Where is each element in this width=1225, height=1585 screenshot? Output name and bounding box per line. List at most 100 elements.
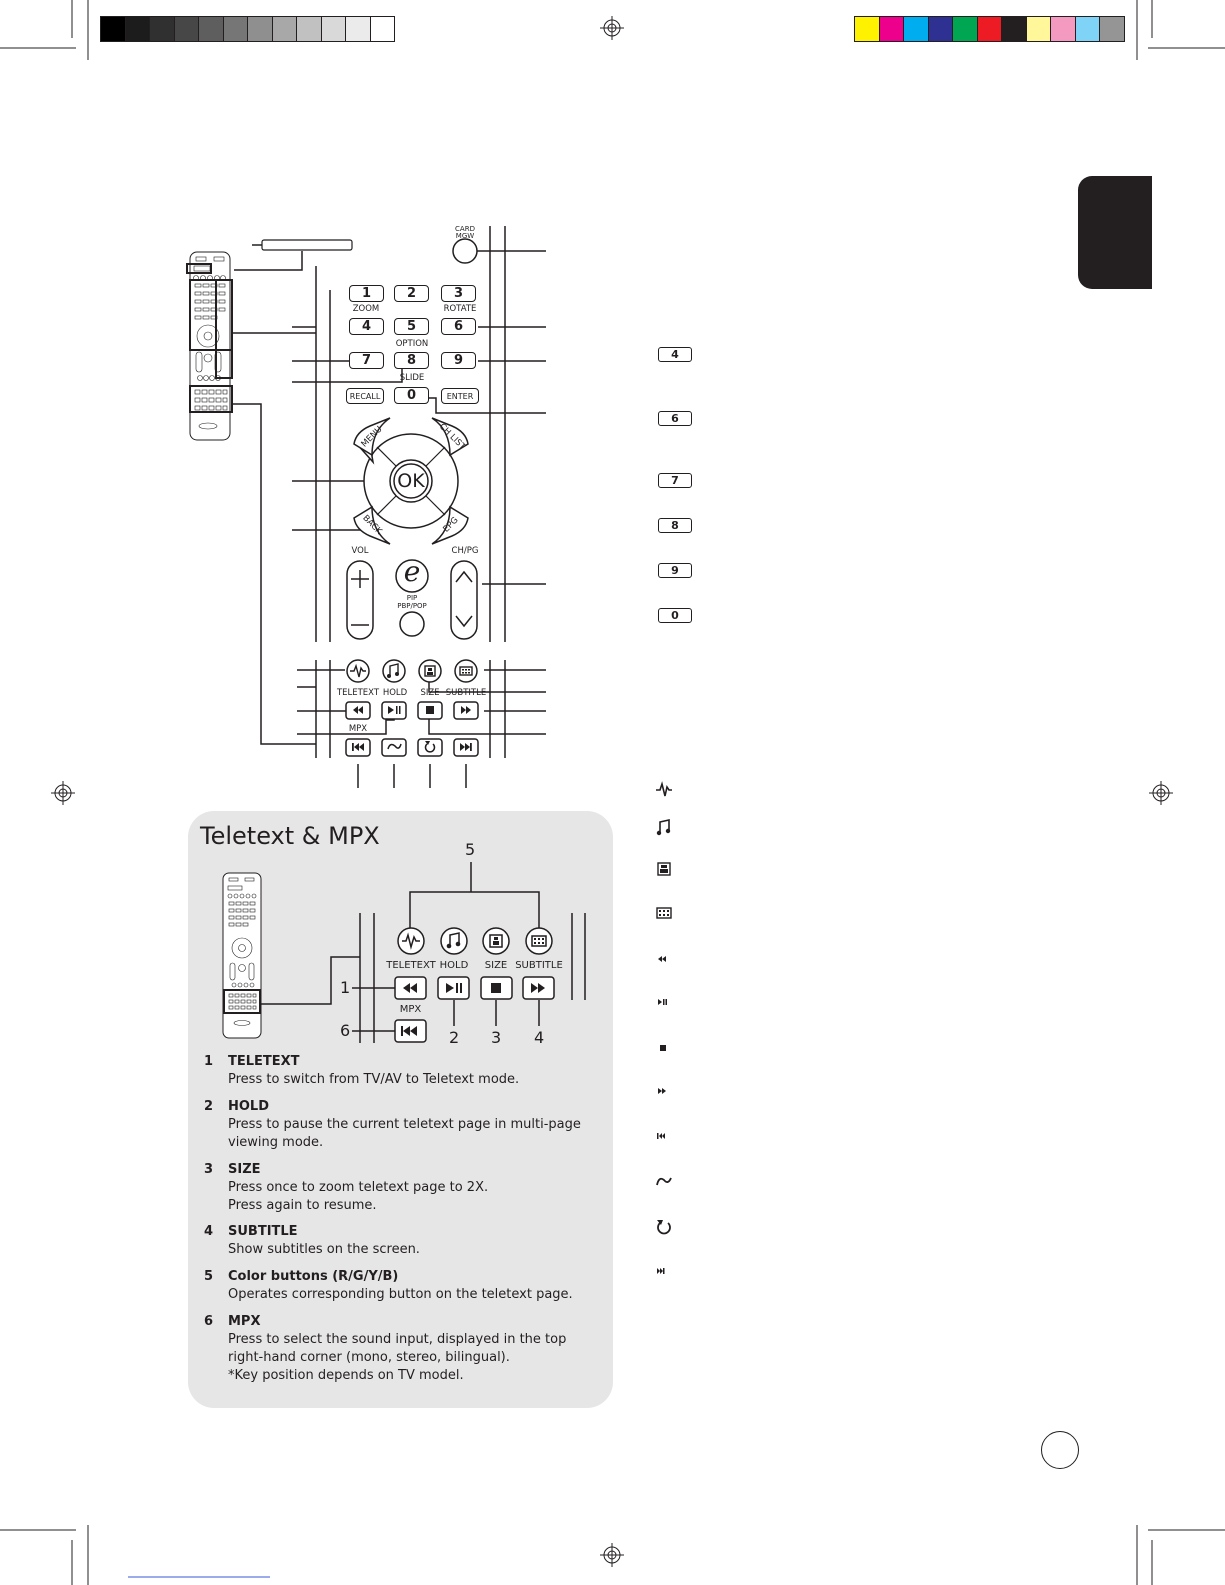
- play-pause-icon: [658, 999, 667, 1005]
- callout-4: 4: [534, 1028, 545, 1047]
- grayscale-swatch: [345, 17, 370, 41]
- hold-label: HOLD: [382, 688, 408, 698]
- legend-key-0: 0: [658, 608, 692, 623]
- item-3-title: SIZE: [228, 1162, 261, 1177]
- item-6-title: MPX: [228, 1314, 261, 1329]
- size-icon: [657, 862, 671, 876]
- teletext-panel-title: Teletext & MPX: [200, 822, 380, 850]
- item-6-number: 6: [204, 1314, 214, 1329]
- vol-label: VOL: [351, 546, 369, 556]
- remote-key-6: 6: [441, 318, 476, 335]
- grayscale-swatch: [173, 17, 198, 41]
- size-label: SIZE: [420, 688, 440, 698]
- side-language-tab: [1078, 176, 1152, 289]
- hold-icon: [659, 819, 670, 833]
- page-number-circle: [1041, 1431, 1079, 1469]
- panel-subtitle-label: SUBTITLE: [515, 960, 563, 971]
- item-5-title: Color buttons (R/G/Y/B): [228, 1269, 399, 1284]
- remote-key-5: 5: [394, 318, 429, 335]
- ok-label: OK: [397, 470, 425, 492]
- panel-mpx-label: MPX: [399, 1004, 422, 1015]
- color-swatch: [1074, 17, 1099, 41]
- zoom-label: ZOOM: [352, 304, 380, 314]
- callout-5: 5: [465, 840, 476, 859]
- legend-key-6: 6: [658, 411, 692, 426]
- grayscale-swatch: [247, 17, 272, 41]
- slide-label: SLIDE: [399, 373, 425, 383]
- item-4-title: SUBTITLE: [228, 1224, 298, 1239]
- remote-enter-key: ENTER: [441, 388, 479, 404]
- legend-key-9: 9: [658, 563, 692, 578]
- rotate-label: ROTATE: [443, 304, 477, 314]
- item-2-desc: Press to pause the current teletext page…: [228, 1117, 581, 1150]
- legend-key-8: 8: [658, 518, 692, 533]
- hold-icon-dots: [656, 828, 671, 836]
- color-swatch: [952, 17, 977, 41]
- item-5-number: 5: [204, 1269, 214, 1284]
- remote-key-8: 8: [394, 352, 429, 369]
- legend-key-4: 4: [658, 347, 692, 362]
- item-1-desc: Press to switch from TV/AV to Teletext m…: [228, 1072, 520, 1087]
- callout-3: 3: [491, 1028, 502, 1047]
- grayscale-swatch: [296, 17, 321, 41]
- grayscale-swatch: [222, 17, 247, 41]
- remote-key-4: 4: [349, 318, 384, 335]
- teletext-label: TELETEXT: [336, 688, 380, 698]
- repeat-icon: [656, 1177, 672, 1186]
- remote-key-1: 1: [349, 285, 384, 302]
- item-4-number: 4: [204, 1224, 214, 1239]
- legend-key-7: 7: [658, 473, 692, 488]
- color-swatch: [855, 17, 879, 41]
- option-label: OPTION: [395, 339, 429, 349]
- grayscale-swatch: [271, 17, 296, 41]
- color-calibration-bar: [854, 16, 1125, 42]
- remote-key-3: 3: [441, 285, 476, 302]
- remote-recall-key: RECALL: [346, 388, 384, 404]
- grayscale-swatch: [369, 17, 394, 41]
- item-1-title: TELETEXT: [228, 1054, 300, 1069]
- mpx-label: MPX: [348, 724, 368, 734]
- mgw-label: MGW: [455, 232, 475, 240]
- item-4-desc: Show subtitles on the screen.: [228, 1242, 420, 1257]
- stop-icon: [660, 1045, 666, 1051]
- ch-pg-label: CH/PG: [451, 546, 479, 556]
- card-label: CARD: [455, 225, 475, 233]
- rewind-icon: [658, 956, 666, 962]
- item-3-desc: Press once to zoom teletext page to 2X. …: [228, 1180, 489, 1213]
- item-6-desc: Press to select the sound input, display…: [228, 1332, 567, 1383]
- skip-back-icon: [657, 1133, 665, 1139]
- remote-key-7: 7: [349, 352, 384, 369]
- fast-forward-icon: [658, 1088, 666, 1094]
- color-swatch: [927, 17, 952, 41]
- panel-teletext-label: TELETEXT: [386, 960, 436, 971]
- item-2-title: HOLD: [228, 1099, 270, 1114]
- teletext-icon: [656, 781, 672, 797]
- item-3-number: 3: [204, 1162, 214, 1177]
- color-swatch: [976, 17, 1001, 41]
- grayscale-swatch: [320, 17, 345, 41]
- color-swatch: [1001, 17, 1026, 41]
- callout-6: 6: [340, 1021, 351, 1040]
- subtitle-label: SUBTITLE: [445, 688, 487, 698]
- callout-2: 2: [449, 1028, 460, 1047]
- grayscale-swatch: [124, 17, 149, 41]
- item-2-number: 2: [204, 1099, 214, 1114]
- pbp-pop-label: PBP/POP: [397, 602, 427, 610]
- callout-1: 1: [340, 978, 351, 997]
- color-swatch: [1025, 17, 1050, 41]
- refresh-icon: [657, 1222, 671, 1235]
- skip-forward-icon: [657, 1268, 665, 1274]
- subtitle-icon: [656, 907, 672, 919]
- register-mark-top: [600, 16, 624, 40]
- color-swatch: [878, 17, 903, 41]
- pip-label: PIP: [406, 594, 418, 602]
- item-1-number: 1: [204, 1054, 214, 1069]
- item-5-desc: Operates corresponding button on the tel…: [228, 1287, 573, 1302]
- e-key-label: e: [403, 555, 421, 588]
- grayscale-calibration-bar: [100, 16, 395, 42]
- grayscale-swatch: [149, 17, 174, 41]
- remote-key-9: 9: [441, 352, 476, 369]
